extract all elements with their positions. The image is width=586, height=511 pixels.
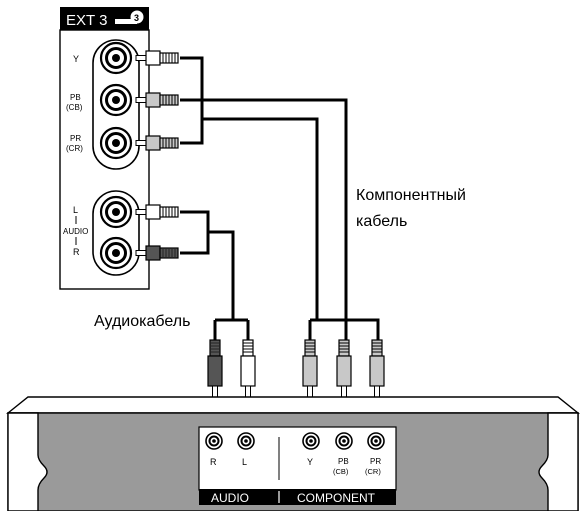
device-component-label: COMPONENT <box>297 491 376 505</box>
device-label-pr-sub: (CR) <box>365 467 381 476</box>
device-label-pb-sub: (CB) <box>333 467 349 476</box>
device-audio-label: AUDIO <box>211 491 249 505</box>
label-pr-sub: (CR) <box>66 144 83 153</box>
device-jack-pb[interactable] <box>335 432 353 450</box>
panel-badge: 3 <box>134 13 139 23</box>
device-left-bracket <box>7 412 48 511</box>
label-pb: PB <box>70 93 81 102</box>
audio-cable-label: Аудиокабель <box>94 313 190 330</box>
label-pr: PR <box>70 134 81 143</box>
cables <box>180 56 380 342</box>
jack-audio-r[interactable] <box>99 236 133 270</box>
input-plug-icon: 3 <box>115 10 144 24</box>
label-audio-r: R <box>73 247 80 257</box>
jack-audio-l[interactable] <box>99 195 133 229</box>
device-jack-plate <box>198 426 397 491</box>
device-jack-y[interactable] <box>302 432 320 450</box>
component-cable-label-line1: Компонентный <box>356 187 466 204</box>
device-label-pb: PB <box>338 457 349 466</box>
external-device: R L Y PB (CB) PR (CR) AUDIO COMPONENT <box>6 396 580 511</box>
plug-device-y <box>302 339 318 399</box>
device-jack-l[interactable] <box>237 432 255 450</box>
panel-header <box>60 7 149 30</box>
plug-device-pr <box>369 339 385 399</box>
tv-input-panel: EXT 3 3 Y PB (CB) PR (CR) L AUDIO R <box>59 7 150 290</box>
device-right-bracket <box>538 412 579 511</box>
jack-pb[interactable] <box>99 83 133 117</box>
label-audio-word: AUDIO <box>63 227 88 236</box>
cable-audio-trunk <box>208 230 235 320</box>
device-label-r: R <box>210 457 217 467</box>
device-top-edge <box>6 396 580 414</box>
cable-trunk-left <box>202 117 319 322</box>
jack-y[interactable] <box>99 41 133 75</box>
device-jack-pr[interactable] <box>367 432 385 450</box>
label-audio-l: L <box>73 205 78 215</box>
device-jack-r[interactable] <box>205 432 223 450</box>
plug-device-audio-l <box>240 339 256 399</box>
component-cable-label-line2: кабель <box>356 213 407 230</box>
plug-device-pb <box>336 339 352 399</box>
plug-device-audio-r <box>207 339 223 399</box>
device-label-pr: PR <box>370 457 381 466</box>
cable-bundle-component <box>310 318 380 342</box>
device-label-l: L <box>242 457 247 467</box>
label-y: Y <box>73 54 79 64</box>
panel-title: EXT 3 <box>66 12 107 29</box>
device-label-y: Y <box>307 457 313 467</box>
cable-audio-loop <box>180 210 210 255</box>
jack-pr[interactable] <box>99 126 133 160</box>
label-pb-sub: (CB) <box>66 103 83 112</box>
cable-pb-run <box>202 98 348 318</box>
device-label-bar <box>199 489 396 505</box>
